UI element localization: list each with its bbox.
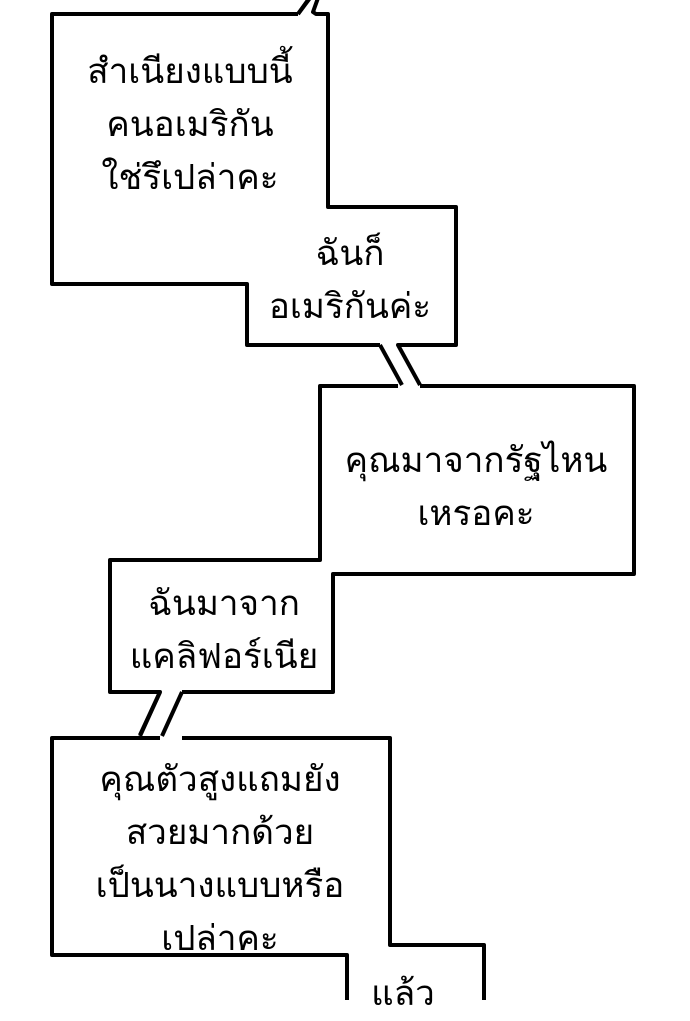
bubble-text-line: แล้ว — [371, 974, 435, 1014]
speech-bubble-5: คุณตัวสูงแถมยัง สวยมากด้วย เป็นนางแบบหรื… — [96, 754, 345, 966]
bubble-text-line: อเมริกันค่ะ — [268, 287, 432, 327]
bubble-text-line: เปล่าคะ — [161, 919, 279, 959]
bubble-text-line: ฉันมาจาก — [148, 584, 300, 624]
bubble-text-line: เป็นนางแบบหรือ — [95, 866, 345, 906]
bubble-text-line: ฉันก็ — [315, 234, 385, 274]
bubble-text-line: สำเนียงแบบนี้ — [87, 52, 293, 92]
speech-bubble-4: ฉันมาจาก แคลิฟอร์เนีย — [130, 578, 318, 684]
bubble-text-line: สวยมากด้วย — [125, 813, 315, 853]
bubble-text-line: เหรอคะ — [417, 494, 535, 534]
speech-bubble-3: คุณมาจากรัฐไหน เหรอคะ — [345, 435, 608, 541]
bubble-text-line: คุณตัวสูงแถมยัง — [99, 760, 341, 800]
speech-bubble-outlines — [50, 0, 636, 1000]
bubble-group-3-outline — [50, 736, 486, 1000]
speech-bubble-6: แล้ว — [371, 968, 435, 1021]
bubble-text-line: คุณมาจากรัฐไหน — [344, 441, 608, 481]
speech-bubble-1: สำเนียงแบบนี้ คนอเมริกัน ใช่รึเปล่าคะ — [87, 46, 292, 205]
bubble-text-line: คนอเมริกัน — [106, 105, 274, 145]
speech-bubble-2: ฉันก็ อเมริกันค่ะ — [269, 228, 431, 334]
bubble-text-line: ใช่รึเปล่าคะ — [101, 158, 279, 198]
bubble-text-line: แคลิฟอร์เนีย — [129, 637, 319, 677]
